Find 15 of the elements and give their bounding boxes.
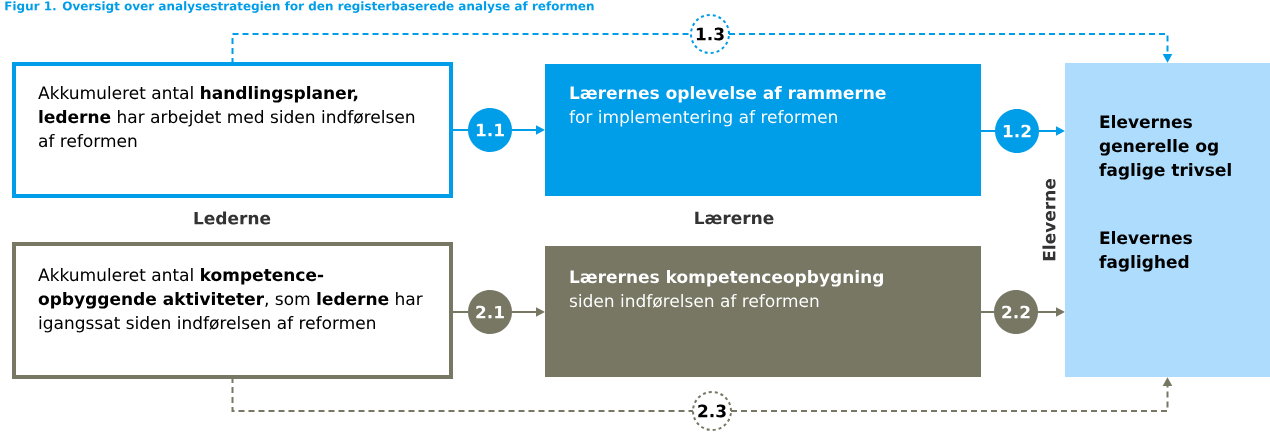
figure-title: Figur 1. Oversigt over analysestrategien for den registerbaserede analyse af reformen xyxy=(5,1,594,13)
connector xyxy=(980,311,995,313)
group-label: Lederne xyxy=(194,211,271,225)
connector xyxy=(450,129,469,131)
connector xyxy=(231,376,694,412)
outcome-box: Elevernes generelle og faglige trivsel Elevernes faglighed xyxy=(1065,63,1270,377)
connector xyxy=(450,311,469,313)
text-box: Akkumuleret antal kompetence- opbyggende aktiviteter, som lederne har igangssat siden indførelsen af reformen xyxy=(12,242,453,379)
text-box: Akkumuleret antal handlingsplaner, lederne har arbejdet med siden indførelsen af reformen xyxy=(12,62,453,198)
connector xyxy=(231,33,692,65)
connector xyxy=(980,130,996,132)
process-box: Lærernes kompetenceopbygning siden indførelsen af reformen xyxy=(545,246,981,377)
process-box: Lærernes oplevelse af rammerne for implementering af reformen xyxy=(545,64,981,196)
group-label: Lærerne xyxy=(695,211,774,225)
group-label: Eleverne xyxy=(1042,179,1056,261)
